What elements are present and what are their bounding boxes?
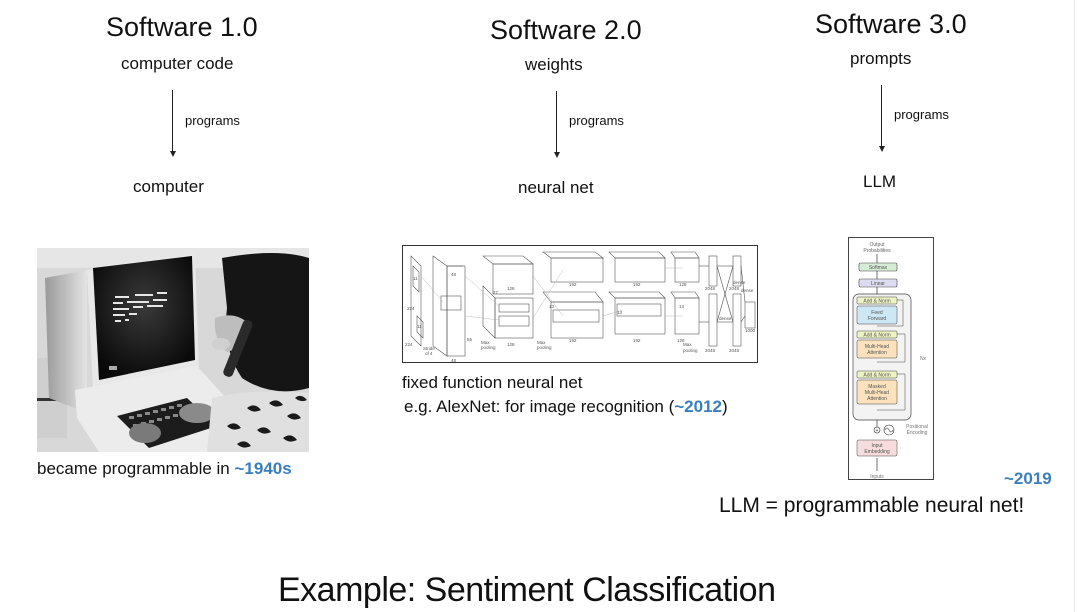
- svg-text:Max: Max: [683, 342, 692, 347]
- software-3-caption: LLM = programmable neural net!: [719, 494, 1025, 517]
- svg-text:11: 11: [417, 324, 422, 329]
- alexnet-label: 224: [407, 306, 415, 311]
- svg-text:13: 13: [679, 304, 685, 309]
- software-1-caption-text: became programmable in: [37, 459, 235, 478]
- svg-text:Feed: Feed: [871, 310, 883, 316]
- svg-text:192: 192: [569, 338, 577, 343]
- right-edge-divider: [1074, 0, 1075, 612]
- svg-text:pooling: pooling: [537, 345, 552, 350]
- svg-text:Nx: Nx: [920, 356, 927, 362]
- software-2-year: ~2012: [674, 397, 722, 416]
- svg-text:128: 128: [677, 338, 685, 343]
- svg-text:13: 13: [549, 304, 555, 309]
- software-2-caption-line1: fixed function neural net: [402, 373, 583, 392]
- svg-text:224: 224: [405, 342, 413, 347]
- svg-text:Embedding: Embedding: [864, 449, 890, 455]
- svg-text:Probabilities: Probabilities: [863, 248, 891, 254]
- svg-text:Max: Max: [481, 340, 490, 345]
- vintage-computer-photo: [37, 248, 309, 452]
- svg-text:2048: 2048: [705, 286, 716, 291]
- svg-text:192: 192: [633, 338, 641, 343]
- svg-text:1000: 1000: [745, 328, 756, 333]
- svg-text:11: 11: [413, 276, 418, 281]
- svg-text:Attention: Attention: [867, 350, 887, 356]
- software-1-year: ~1940s: [234, 459, 292, 478]
- software-2-title: Software 2.0: [490, 15, 642, 45]
- svg-text:Encoding: Encoding: [907, 430, 928, 436]
- arrow-down-icon: [169, 151, 176, 157]
- svg-text:48: 48: [451, 358, 457, 363]
- svg-text:Add & Norm: Add & Norm: [863, 373, 890, 379]
- svg-text:192: 192: [569, 282, 577, 287]
- software-2-caption-line2: e.g. AlexNet: for image recognition (~20…: [404, 397, 728, 417]
- software-1-caption: became programmable in ~1940s: [37, 459, 292, 479]
- software-1-title: Software 1.0: [106, 12, 258, 42]
- software-2-source: weights: [525, 55, 583, 74]
- software-3-relation: programs: [894, 107, 949, 122]
- software-3-source: prompts: [850, 49, 912, 68]
- svg-text:48: 48: [451, 272, 457, 277]
- svg-text:Attention: Attention: [867, 396, 887, 402]
- svg-text:Inputs: Inputs: [870, 474, 884, 480]
- svg-text:13: 13: [617, 310, 623, 315]
- svg-text:Input: Input: [871, 443, 883, 449]
- software-2-relation: programs: [569, 113, 624, 128]
- software-2-target: neural net: [518, 178, 594, 197]
- svg-text:55: 55: [467, 337, 473, 342]
- arrow-down-icon: [878, 146, 885, 152]
- svg-text:Multi-Head: Multi-Head: [865, 390, 889, 396]
- svg-text:192: 192: [633, 282, 641, 287]
- transformer-diagram: Output Probabilities Softmax Linear Add …: [848, 237, 934, 480]
- svg-text:+: +: [876, 428, 879, 434]
- software-3-title: Software 3.0: [815, 9, 967, 39]
- software-1-source: computer code: [121, 54, 234, 73]
- svg-text:dense: dense: [719, 316, 732, 321]
- svg-text:of 4: of 4: [425, 351, 433, 356]
- svg-text:Positional: Positional: [906, 424, 928, 430]
- slide-footer-title: Example: Sentiment Classification: [278, 571, 776, 609]
- svg-text:128: 128: [507, 286, 515, 291]
- svg-text:Multi-Head: Multi-Head: [865, 344, 889, 350]
- svg-text:Linear: Linear: [871, 281, 885, 287]
- svg-text:Add & Norm: Add & Norm: [863, 333, 890, 339]
- software-2-caption-text: e.g. AlexNet: for image recognition (: [404, 397, 675, 416]
- svg-text:2048: 2048: [705, 348, 716, 353]
- software-1-arrow: [172, 90, 174, 152]
- svg-text:dense: dense: [741, 288, 754, 293]
- software-2-caption-suffix: ): [722, 397, 728, 416]
- arrow-down-icon: [553, 152, 560, 158]
- software-1-target: computer: [133, 177, 204, 196]
- svg-text:Softmax: Softmax: [869, 265, 888, 271]
- svg-text:2048: 2048: [729, 286, 740, 291]
- svg-text:128: 128: [507, 342, 515, 347]
- svg-text:Forward: Forward: [868, 316, 887, 322]
- svg-text:dense: dense: [733, 280, 746, 285]
- svg-text:Masked: Masked: [868, 384, 886, 390]
- output-label: Output: [869, 242, 885, 248]
- svg-text:Add & Norm: Add & Norm: [863, 299, 890, 305]
- software-3-target: LLM: [863, 172, 897, 191]
- svg-text:pooling: pooling: [481, 345, 496, 350]
- software-3-year: ~2019: [1004, 469, 1052, 488]
- svg-text:Stride: Stride: [423, 346, 435, 351]
- svg-text:2048: 2048: [729, 348, 740, 353]
- svg-text:pooling: pooling: [683, 348, 698, 353]
- software-1-relation: programs: [185, 113, 240, 128]
- svg-text:Max: Max: [537, 340, 546, 345]
- software-2-arrow: [556, 91, 558, 153]
- software-3-arrow: [881, 85, 883, 147]
- svg-text:128: 128: [679, 282, 687, 287]
- svg-text:27: 27: [493, 290, 499, 295]
